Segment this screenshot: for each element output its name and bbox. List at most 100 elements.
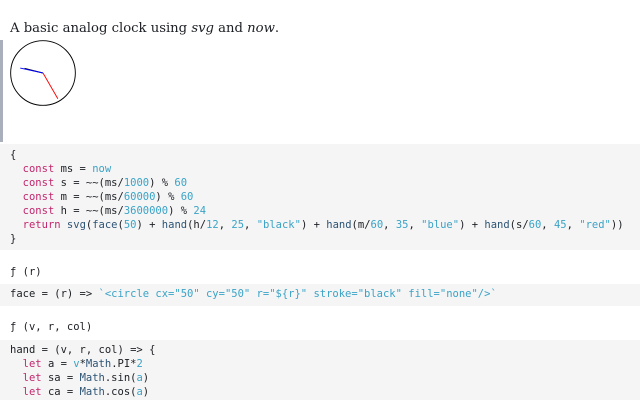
code-token: a =: [41, 358, 74, 370]
code-token: 60: [528, 219, 542, 231]
code-token: 24: [193, 205, 207, 217]
code-token: (: [117, 219, 124, 231]
code-line: {: [10, 148, 640, 162]
code-token: (m/: [351, 219, 371, 231]
code-token: ,: [218, 219, 232, 231]
code-token: [10, 358, 23, 370]
code-token: m = ~~(ms/: [54, 191, 124, 203]
minute-hand: [20, 67, 44, 74]
code-token: }: [10, 233, 17, 245]
code-token: now: [92, 163, 112, 175]
code-token: s = ~~(ms/: [54, 177, 124, 189]
code-token: 12: [206, 219, 219, 231]
code-line: hand = (v, r, col) => {: [10, 343, 640, 357]
code-token: hand = (v, r, col) => {: [10, 344, 156, 356]
code-token: 60000: [123, 191, 156, 203]
code-token: "red": [579, 219, 611, 231]
hand-cell-code[interactable]: hand = (v, r, col) => { let a = v*Math.P…: [0, 340, 640, 400]
code-token: Math: [79, 386, 105, 398]
code-token: (s/: [509, 219, 529, 231]
code-token: ms =: [54, 163, 93, 175]
code-line: }: [10, 232, 640, 246]
code-token: h = ~~(ms/: [54, 205, 124, 217]
code-token: const: [22, 163, 55, 175]
code-line: const m = ~~(ms/60000) % 60: [10, 190, 640, 204]
code-token: let: [22, 386, 42, 398]
code-token: ): [142, 372, 150, 384]
clock-face: [10, 40, 76, 106]
code-token: "black": [256, 219, 301, 231]
code-token: hand: [484, 219, 510, 231]
code-token: [10, 163, 23, 175]
code-token: 25: [231, 219, 245, 231]
code-token: const: [22, 191, 55, 203]
code-line: return svg(face(50) + hand(h/12, 25, "bl…: [10, 218, 640, 232]
code-line: let sa = Math.sin(a): [10, 371, 640, 385]
code-token: [10, 372, 23, 384]
code-line: const s = ~~(ms/1000) % 60: [10, 176, 640, 190]
code-token: 35: [395, 219, 409, 231]
code-token: 2: [136, 358, 143, 370]
code-token: {: [10, 149, 17, 161]
code-token: Math: [79, 372, 105, 384]
code-line: const h = ~~(ms/3600000) % 24: [10, 204, 640, 218]
code-token: [10, 191, 23, 203]
code-token: face = (r) =>: [10, 288, 99, 300]
second-hand: [42, 72, 59, 99]
code-token: let: [22, 372, 42, 384]
code-token: "blue": [421, 219, 460, 231]
code-token: ) +: [136, 219, 162, 231]
code-token: 60: [174, 177, 188, 189]
code-token: 60: [370, 219, 384, 231]
analog-clock-output: [10, 40, 76, 106]
face-cell-signature[interactable]: ƒ (r): [10, 266, 42, 278]
code-token: ,: [244, 219, 257, 231]
code-token: ): [142, 386, 150, 398]
face-cell-code[interactable]: face = (r) => `<circle cx="50" cy="50" r…: [0, 284, 640, 306]
code-token: `<circle cx="50" cy="50" r="${r}" stroke…: [98, 288, 497, 300]
code-token: svg: [66, 219, 86, 231]
main-cell-code[interactable]: { const ms = now const s = ~~(ms/1000) %…: [0, 144, 640, 250]
code-token: ) %: [155, 191, 181, 203]
code-token: ,: [408, 219, 422, 231]
code-token: a: [136, 386, 143, 398]
code-token: ) %: [149, 177, 175, 189]
hand-cell-signature[interactable]: ƒ (v, r, col): [10, 321, 93, 333]
code-token: (: [85, 219, 93, 231]
code-token: ,: [383, 219, 396, 231]
code-token: sa =: [41, 372, 80, 384]
code-token: 50: [123, 219, 137, 231]
code-token: const: [22, 177, 55, 189]
intro-prefix: A basic analog clock using: [10, 21, 192, 37]
code-token: 3600000: [123, 205, 169, 217]
code-token: )): [610, 219, 624, 231]
code-token: .cos(: [104, 386, 137, 398]
cell-focus-bar[interactable]: [0, 40, 3, 142]
code-token: [10, 219, 23, 231]
code-line: const ms = now: [10, 162, 640, 176]
code-token: a: [136, 372, 143, 384]
code-token: const: [22, 205, 55, 217]
code-token: let: [22, 358, 42, 370]
code-token: .sin(: [104, 372, 137, 384]
code-token: 60: [180, 191, 194, 203]
intro-suffix: .: [274, 21, 280, 37]
intro-svg-term: svg: [191, 21, 214, 37]
code-token: ca =: [41, 386, 80, 398]
code-token: face: [92, 219, 118, 231]
code-token: 1000: [123, 177, 150, 189]
code-token: hand: [326, 219, 352, 231]
intro-middle: and: [213, 21, 248, 37]
code-token: (h/: [187, 219, 207, 231]
code-token: ) +: [300, 219, 327, 231]
code-token: [10, 177, 23, 189]
code-token: v: [73, 358, 80, 370]
code-token: 45: [553, 219, 567, 231]
code-token: [10, 205, 23, 217]
code-token: ) %: [168, 205, 194, 217]
code-line: let ca = Math.cos(a): [10, 385, 640, 399]
code-token: ,: [541, 219, 554, 231]
code-token: *: [79, 358, 86, 370]
intro-text: A basic analog clock using svg and now.: [10, 21, 279, 36]
code-line: let a = v*Math.PI*2: [10, 357, 640, 371]
